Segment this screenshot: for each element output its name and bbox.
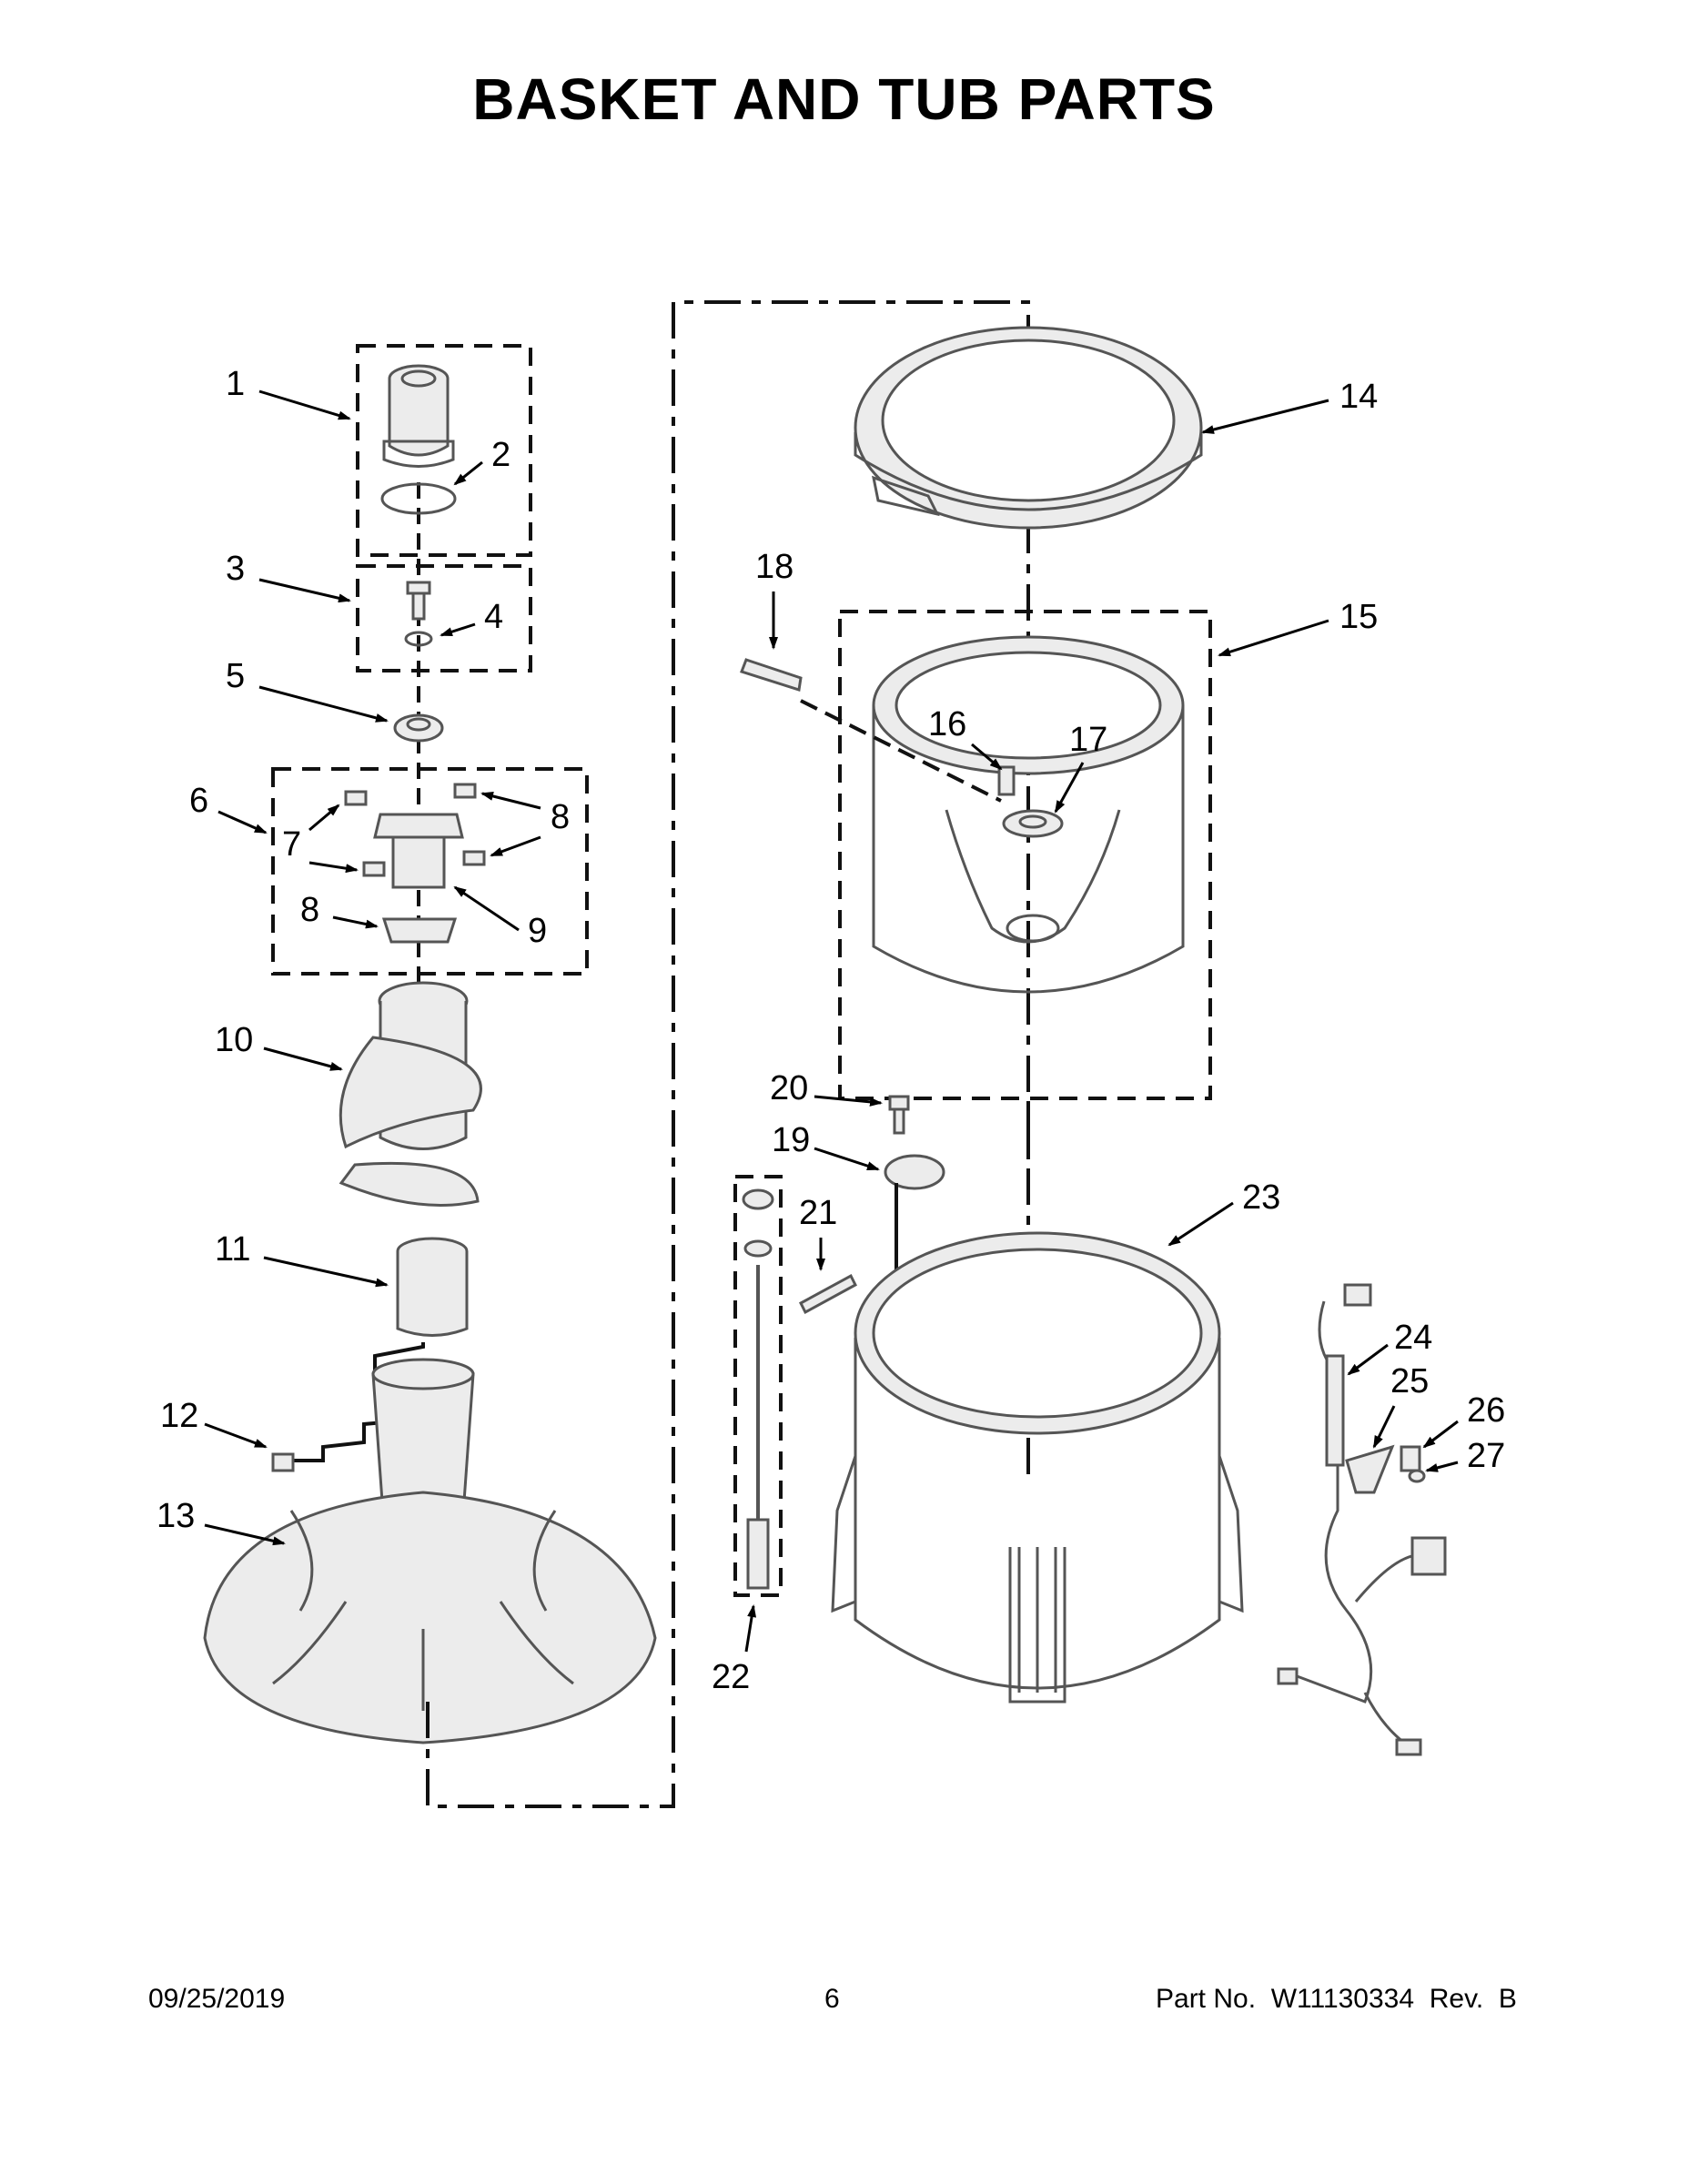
callout-6: 6 [189,782,208,820]
part-25-hose [1345,1444,1395,1494]
part-4-washer [404,631,433,647]
part-12-bolt [271,1452,295,1472]
part-23-outer-tub [831,1231,1244,1704]
callout-7: 8 [300,891,319,929]
group-box-15 [838,610,1212,1100]
callout-5: 5 [226,657,245,695]
part-17-hub [1002,809,1064,838]
callout-3: 3 [226,550,245,588]
assembly-connector-line [426,300,1030,1808]
group-box-3 [356,564,532,672]
page-title: BASKET AND TUB PARTS [472,66,1216,132]
group-box-6 [271,767,589,976]
part-21-bracket [799,1273,857,1315]
callout-19: 19 [772,1121,810,1159]
part-15-basket [872,635,1185,994]
callout-11: 11 [215,1230,250,1269]
callout-15: 15 [1339,598,1378,636]
part-16-screw [997,765,1016,796]
callout-22: 22 [712,1658,750,1696]
callout-16: 16 [928,705,966,743]
callout-12: 12 [160,1397,198,1435]
part-18-clip [740,658,803,692]
part-22-suspension-rod [742,1188,774,1590]
part-27-screw [1408,1469,1426,1483]
part-10-auger [339,981,482,1207]
footer-date: 09/25/2019 [148,1984,286,2014]
part-26-clip [1400,1445,1421,1472]
part-9-drive-cam [373,813,464,889]
part-13-agitator-base [203,1358,657,1744]
callout-1: 1 [226,365,245,403]
callout-18: 18 [755,548,793,586]
callout-23: 23 [1242,1178,1280,1217]
part-2-o-ring [380,482,457,515]
footer-page-number: 6 [824,1984,840,2014]
callout-labels: 1 2 3 4 5 6 7 8 8 9 10 11 12 13 14 15 16 [157,365,1505,1696]
callout-4: 4 [484,598,503,636]
part-14-tub-ring [854,326,1203,530]
part-3-bolt [406,581,431,621]
callout-21: 21 [799,1194,837,1232]
callout-25: 25 [1390,1362,1429,1400]
callout-27: 27 [1467,1437,1505,1475]
callout-2: 2 [491,436,510,474]
part-7-spacer [381,917,458,944]
part-11-inner-cam [396,1237,469,1337]
part-8-agitator-dogs [344,783,486,877]
callout-9: 9 [528,912,547,950]
callout-24: 24 [1394,1319,1432,1357]
callout-26: 26 [1467,1391,1505,1430]
part-19-washer [884,1154,945,1190]
callout-17: 17 [1069,721,1107,759]
callout-13: 13 [157,1497,195,1535]
callout-20: 20 [770,1069,808,1107]
footer-part-number: Part No. W11130334 Rev. B [1156,1984,1517,2014]
part-1-agitator-cap [382,364,455,468]
part-20-screw [888,1095,910,1135]
part-5-cam [393,713,444,743]
callout-14: 14 [1339,378,1378,416]
callout-10: 10 [215,1021,253,1059]
group-box-1 [356,344,532,557]
callout-8b: 8 [551,798,570,836]
callout-8a: 7 [282,825,301,864]
part-24-wire-harness [1277,1283,1447,1756]
